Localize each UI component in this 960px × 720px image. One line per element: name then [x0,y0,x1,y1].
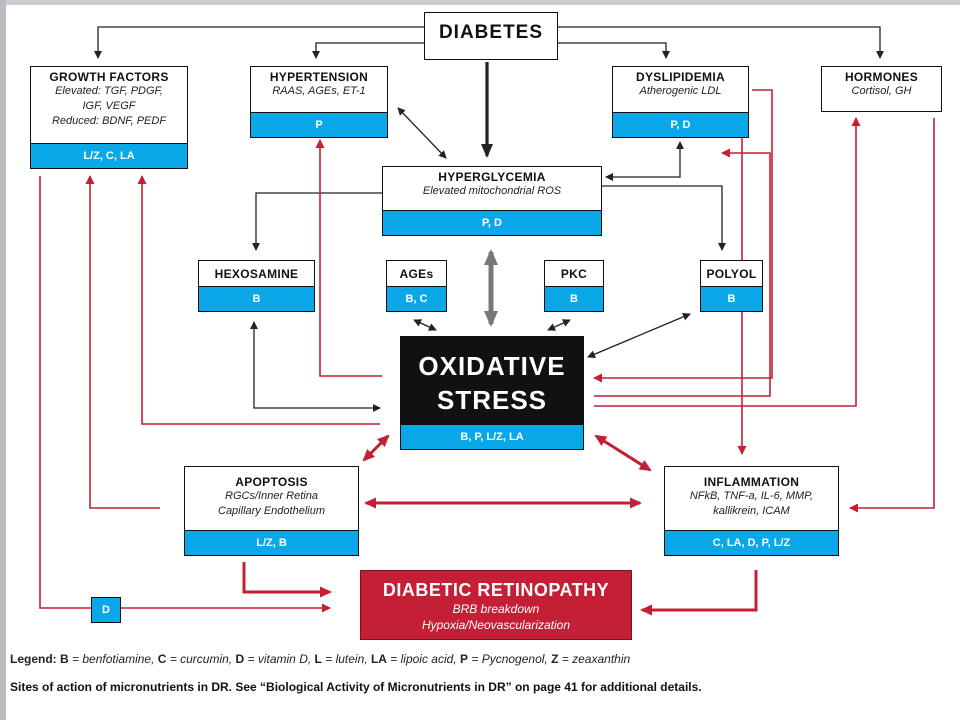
legend-key-p: P [460,652,469,666]
legend-key-l: L [314,652,322,666]
inflammation-box: INFLAMMATION NFkB, TNF-a, IL-6, MMP, kal… [664,466,839,556]
growth-factors-line-1: Elevated: TGF, PDGF, [55,85,163,97]
legend-key-d: D [235,652,245,666]
hormones-title: HORMONES [844,70,919,84]
legend-value-d: vitamin D, [257,652,312,666]
hyperglycemia-line-1: Elevated mitochondrial ROS [422,185,562,197]
window-left-edge [0,0,6,720]
arrow-oxidative-to-dyslipidemia [594,148,771,397]
apoptosis-title: APOPTOSIS [235,475,308,489]
apoptosis-line-2: Capillary Endothelium [218,505,325,517]
arrow-diabetes-to-hormones [556,26,884,59]
arrow-hyperglycemia-to-hexosamine [252,192,382,251]
diabetes-box: DIABETES [424,12,558,60]
arrow-oxidative-to-hormones [594,117,861,407]
hexosamine-title: HEXOSAMINE [214,267,299,281]
arrow-dyslipidemia-to-oxidative [593,89,773,383]
vitamin-d-marker: D [91,597,121,623]
pkc-box: PKC B [544,260,604,312]
hexosamine-box: HEXOSAMINE B [198,260,315,312]
legend-value-l: lutein, [335,652,368,666]
hyperglycemia-box: HYPERGLYCEMIA Elevated mitochondrial ROS… [382,166,602,236]
arrow-apoptosis-to-retinopathy [242,562,332,598]
legend-key-z: Z [551,652,559,666]
window-top-edge [0,0,960,5]
legend-value-la: lipoic acid, [400,652,457,666]
oxidative-stress-title: OXIDATIVE STRESS [401,337,583,417]
inflammation-band: C, LA, D, P, L/Z [665,530,838,555]
hyperglycemia-band: P, D [383,210,601,235]
growth-factors-line-2: IGF, VEGF [82,100,136,112]
arrow-ages-oxidative [413,319,437,331]
arrow-hyperglycemia-to-polyol [602,185,726,251]
dyslipidemia-band: P, D [613,112,748,137]
arrow-hypertension-hyperglycemia [397,107,447,159]
arrow-hexosamine-oxidative [250,321,381,412]
dyslipidemia-title: DYSLIPIDEMIA [636,70,725,84]
inflammation-line-2: kallikrein, ICAM [713,505,790,517]
arrow-oxidative-to-hypertension [315,139,382,377]
arrow-diabetes-to-dyslipidemia [556,42,670,59]
growth-factors-title: GROWTH FACTORS [49,70,169,84]
hormones-box: HORMONES Cortisol, GH [821,66,942,112]
hypertension-box: HYPERTENSION RAAS, AGEs, ET-1 P [250,66,388,138]
legend-label: Legend: [10,652,57,666]
legend-value-p: Pycnogenol, [481,652,548,666]
hexosamine-band: B [199,286,314,311]
apoptosis-box: APOPTOSIS RGCs/Inner Retina Capillary En… [184,466,359,556]
arrow-pkc-oxidative [547,319,571,331]
growth-factors-box: GROWTH FACTORS Elevated: TGF, PDGF, IGF,… [30,66,188,169]
hypertension-title: HYPERTENSION [269,70,369,84]
oxidative-stress-band: B, P, L/Z, LA [401,424,583,449]
hormones-line-1: Cortisol, GH [851,85,912,97]
apoptosis-line-1: RGCs/Inner Retina [225,490,318,502]
diabetic-retinopathy-box: DIABETIC RETINOPATHY BRB breakdown Hypox… [360,570,632,640]
growth-factors-band: L/Z, C, LA [31,143,187,168]
dyslipidemia-line-1: Atherogenic LDL [639,85,722,97]
growth-factors-line-3: Reduced: BDNF, PEDF [51,115,167,127]
arrow-oxidative-inflammation [594,434,652,472]
ages-band: B, C [387,286,446,311]
inflammation-title: INFLAMMATION [703,475,800,489]
diabetic-retinopathy-line-2: Hypoxia/Neovascularization [421,618,571,632]
polyol-title: POLYOL [706,267,757,281]
arrow-apoptosis-oxidative [362,434,390,462]
diabetes-title: DIABETES [438,22,544,43]
legend: Legend: B = benfotiamine, C = curcumin, … [10,652,631,666]
pkc-title: PKC [560,267,588,281]
legend-value-c: curcumin, [180,652,233,666]
legend-value-b: benfotiamine, [82,652,155,666]
apoptosis-band: L/Z, B [185,530,358,555]
arrow-oxidative-to-growth-factors [137,175,380,425]
dyslipidemia-box: DYSLIPIDEMIA Atherogenic LDL P, D [612,66,749,138]
oxidative-stress-title-line-2: STRESS [436,385,548,415]
polyol-box: POLYOL B [700,260,763,312]
legend-value-z: zeaxanthin [572,652,631,666]
arrow-diabetes-to-hypertension [312,42,424,59]
hypertension-line-1: RAAS, AGEs, ET-1 [272,85,366,97]
oxidative-stress-box: OXIDATIVE STRESS B, P, L/Z, LA [400,336,584,450]
inflammation-line-1: NFkB, TNF-a, IL-6, MMP, [689,490,814,502]
legend-key-b: B [60,652,69,666]
ages-box: AGEs B, C [386,260,447,312]
figure-caption: Sites of action of micronutrients in DR.… [10,680,702,694]
arrow-inflammation-to-retinopathy [640,570,758,616]
polyol-band: B [701,286,762,311]
arrow-apoptosis-to-growth-factors [85,175,160,509]
arrow-polyol-oxidative [587,313,691,358]
diabetic-retinopathy-title: DIABETIC RETINOPATHY [382,580,610,600]
arrow-diabetes-to-growth-factors [94,26,424,59]
arrow-hormones-to-inflammation [849,118,935,513]
diabetic-retinopathy-line-1: BRB breakdown [452,602,540,616]
legend-key-la: LA [370,652,387,666]
ages-title: AGEs [399,267,434,281]
oxidative-stress-title-line-1: OXIDATIVE [418,351,566,381]
legend-key-c: C [157,652,167,666]
pkc-band: B [545,286,603,311]
arrow-hyperglycemia-dyslipidemia [605,141,684,181]
arrow-growth-factors-to-retinopathy [39,176,331,613]
hyperglycemia-title: HYPERGLYCEMIA [438,170,546,184]
hypertension-band: P [251,112,387,137]
